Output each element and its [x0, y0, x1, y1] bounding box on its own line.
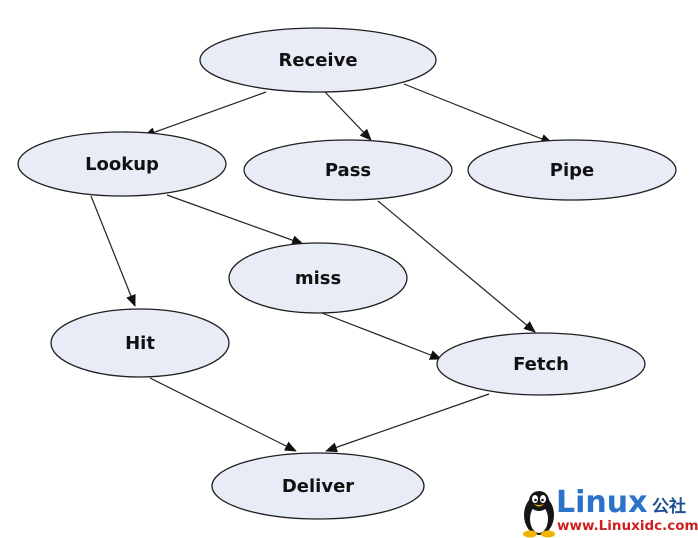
edge-lookup-hit [90, 195, 136, 307]
edge-pass-fetch [377, 200, 536, 333]
node-pipe: Pipe [467, 139, 677, 201]
node-miss-shape [228, 242, 408, 314]
nodes: Receive Lookup Pass Pipe miss Hit Fetch [17, 27, 677, 520]
edge-miss-fetch [321, 312, 442, 360]
edge-receive-lookup [143, 91, 267, 137]
node-receive: Receive [199, 27, 437, 93]
node-receive-shape [199, 27, 437, 93]
node-lookup: Lookup [17, 131, 227, 197]
node-pipe-shape [467, 139, 677, 201]
node-hit-shape [50, 308, 230, 378]
node-deliver-shape [211, 452, 425, 520]
node-miss: miss [228, 242, 408, 314]
edges [90, 83, 553, 453]
node-miss-label: miss [295, 268, 341, 289]
node-pass-shape [243, 139, 453, 201]
logo-brand: Linux [556, 485, 647, 520]
node-pass: Pass [243, 139, 453, 201]
node-fetch-shape [436, 332, 646, 396]
edge-lookup-miss [166, 194, 304, 245]
logo-url: www.Linuxidc.com [557, 518, 698, 534]
node-hit-label: Hit [125, 333, 155, 354]
node-deliver: Deliver [211, 452, 425, 520]
edge-fetch-deliver [325, 393, 490, 453]
edge-receive-pass [324, 91, 372, 141]
node-deliver-label: Deliver [282, 476, 354, 497]
edge-hit-deliver [149, 377, 297, 452]
node-receive-label: Receive [278, 50, 357, 71]
node-pass-label: Pass [325, 160, 371, 181]
node-lookup-label: Lookup [85, 154, 159, 175]
logo-brand-cn: 公社 [652, 496, 686, 517]
watermark-logo: Linux 公社 www.Linuxidc.com [523, 485, 698, 538]
node-fetch-label: Fetch [513, 354, 569, 375]
node-hit: Hit [50, 308, 230, 378]
tux-penguin-icon [523, 491, 555, 538]
node-lookup-shape [17, 131, 227, 197]
node-fetch: Fetch [436, 332, 646, 396]
node-pipe-label: Pipe [550, 160, 594, 181]
edge-receive-pipe [403, 83, 553, 144]
